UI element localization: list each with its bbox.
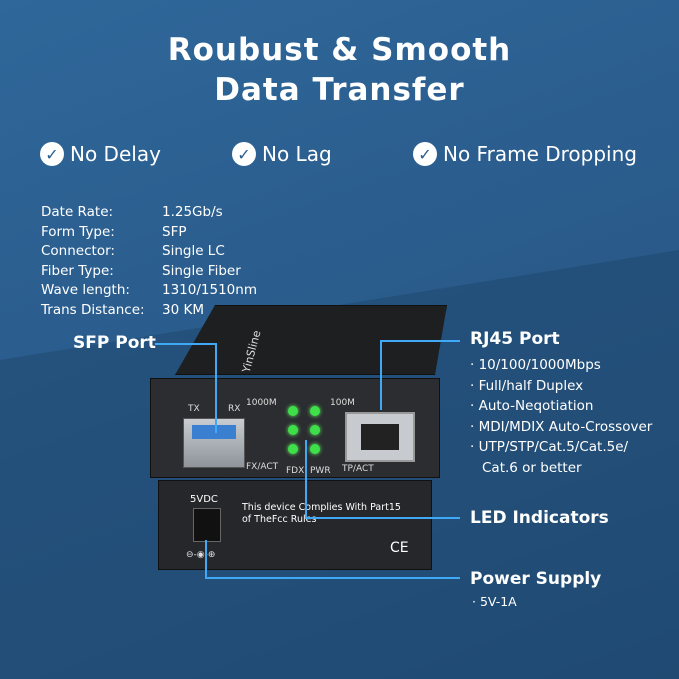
dc-power-jack[interactable] <box>193 508 221 542</box>
rj45-feature-list: · 10/100/1000Mbps · Full/half Duplex · A… <box>470 355 652 478</box>
callout-line <box>215 343 217 433</box>
5vdc-label: 5VDC <box>190 494 218 505</box>
spec-row: Form Type: SFP <box>41 223 257 243</box>
feature-no-frame-dropping: ✓No Frame Dropping <box>413 142 637 166</box>
check-icon: ✓ <box>413 142 437 166</box>
list-item: · Full/half Duplex <box>470 377 584 394</box>
headline-line2: Data Transfer <box>214 72 465 108</box>
spec-row: Date Rate: 1.25Gb/s <box>41 203 257 223</box>
led <box>288 444 298 454</box>
ce-mark: CE <box>390 540 409 556</box>
led-indicators-label: LED Indicators <box>470 508 609 528</box>
spec-value: SFP <box>162 223 187 240</box>
spec-key: Form Type: <box>41 223 115 240</box>
sfp-port-label: SFP Port <box>73 333 156 353</box>
spec-key: Trans Distance: <box>41 301 145 318</box>
fxact-label: FX/ACT <box>246 462 279 472</box>
callout-line <box>380 340 382 410</box>
spec-list: Date Rate: 1.25Gb/s Form Type: SFP Connect… <box>41 203 257 320</box>
polarity-symbol: ⊖-◉-⊕ <box>186 550 216 560</box>
device-back <box>158 480 432 570</box>
pwr-label: PWR <box>310 466 331 476</box>
100m-label: 100M <box>330 398 355 408</box>
spec-row: Wave length: 1310/1510nm <box>41 281 257 301</box>
list-item: Cat.6 or better <box>482 459 582 476</box>
led <box>288 406 298 416</box>
rx-label: RX <box>228 404 241 414</box>
callout-line <box>305 517 460 519</box>
feature-text: No Frame Dropping <box>443 142 637 166</box>
spec-value: Single Fiber <box>162 262 241 279</box>
spec-key: Date Rate: <box>41 204 114 220</box>
list-item: · 10/100/1000Mbps <box>470 357 601 373</box>
sfp-module[interactable] <box>183 418 245 468</box>
feature-text: No Lag <box>262 142 332 166</box>
spec-value: 1.25Gb/s <box>162 204 223 220</box>
tpact-label: TP/ACT <box>342 464 374 474</box>
check-icon: ✓ <box>232 142 256 166</box>
power-supply-label: Power Supply <box>470 569 602 589</box>
list-item: · UTP/STP/Cat.5/Cat.5e/ <box>470 439 629 455</box>
spec-row: Connector: Single LC <box>41 242 257 262</box>
led <box>288 425 298 435</box>
callout-line <box>305 440 307 518</box>
feature-text: No Delay <box>70 142 161 166</box>
spec-key: Fiber Type: <box>41 262 114 279</box>
1000m-label: 1000M <box>246 398 277 408</box>
spec-key: Connector: <box>41 243 115 259</box>
fdx-label: FDX <box>286 466 305 476</box>
spec-row: Trans Distance: 30 KM <box>41 301 257 321</box>
rj45-socket <box>361 424 399 450</box>
callout-line <box>155 343 217 345</box>
feature-no-delay: ✓No Delay <box>40 142 161 166</box>
list-item: · Auto-Neqotiation <box>470 398 594 414</box>
power-spec: · 5V-1A <box>472 594 517 609</box>
spec-key: Wave length: <box>41 282 130 298</box>
led <box>310 444 320 454</box>
rj45-jack[interactable] <box>345 412 415 462</box>
rj45-port-label: RJ45 Port <box>470 329 560 349</box>
spec-value: 1310/1510nm <box>162 282 257 298</box>
callout-line <box>205 577 460 579</box>
tx-label: TX <box>188 404 200 414</box>
headline-line1: Roubust & Smooth <box>167 32 512 68</box>
fcc-text: of TheFcc Rules <box>242 514 317 525</box>
spec-row: Fiber Type: Single Fiber <box>41 262 257 282</box>
led <box>310 425 320 435</box>
callout-line <box>205 540 207 578</box>
sfp-latch <box>192 425 236 439</box>
led <box>310 406 320 416</box>
spec-value: Single LC <box>162 243 225 259</box>
spec-value: 30 KM <box>162 301 204 318</box>
fcc-text: This device Complies With Part15 <box>242 502 401 513</box>
callout-line <box>380 340 460 342</box>
list-item: · MDI/MDIX Auto-Crossover <box>470 418 653 435</box>
check-icon: ✓ <box>40 142 64 166</box>
feature-no-lag: ✓No Lag <box>232 142 332 166</box>
